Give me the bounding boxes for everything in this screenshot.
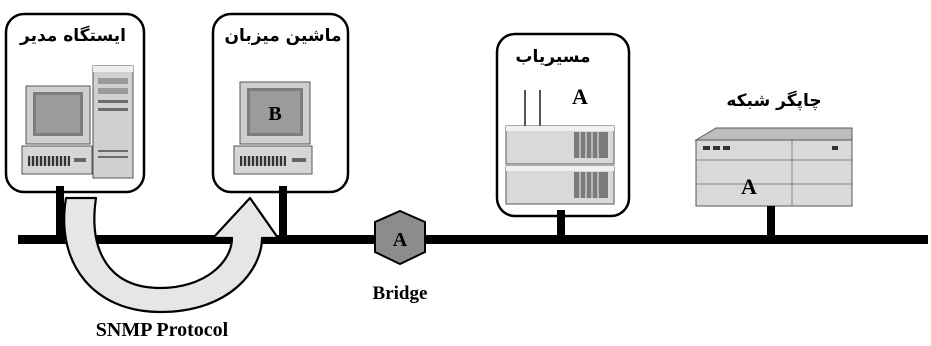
router-agent-letter: A xyxy=(572,84,588,109)
network-bus xyxy=(18,235,928,244)
snmp-protocol-label: SNMP Protocol xyxy=(96,319,229,341)
bridge-label: Bridge xyxy=(373,283,428,304)
manager-station-label: ایستگاه مدیر xyxy=(19,25,126,46)
router-drop-line xyxy=(557,210,565,236)
bridge-hexagon xyxy=(374,209,426,266)
router-label: مسیریاب xyxy=(515,47,590,67)
network-printer: چاپگر شبکه A xyxy=(694,90,853,236)
host-computer-icon xyxy=(233,81,313,175)
host-agent-letter: B xyxy=(268,103,281,125)
bridge-agent-letter: A xyxy=(393,229,408,251)
network-printer-label: چاپگر شبکه xyxy=(726,90,821,111)
router-antennas-icon xyxy=(524,90,541,126)
printer-agent-letter: A xyxy=(741,174,757,199)
router: مسیریاب A xyxy=(495,32,631,236)
manager-monitor-icon xyxy=(21,85,93,175)
printer-device-icon xyxy=(694,127,853,207)
snmp-arrow xyxy=(63,196,280,314)
printer-drop-line xyxy=(767,206,775,236)
host-machine: B ماشین میزبان xyxy=(211,12,350,236)
bridge: A Bridge xyxy=(373,209,428,304)
router-device-icon xyxy=(505,125,615,205)
manager-tower-icon xyxy=(92,65,134,179)
host-machine-label: ماشین میزبان xyxy=(224,26,341,46)
manager-station: ایستگاه مدیر xyxy=(4,12,146,236)
host-drop-line xyxy=(279,186,287,236)
manager-drop-line xyxy=(56,186,64,236)
